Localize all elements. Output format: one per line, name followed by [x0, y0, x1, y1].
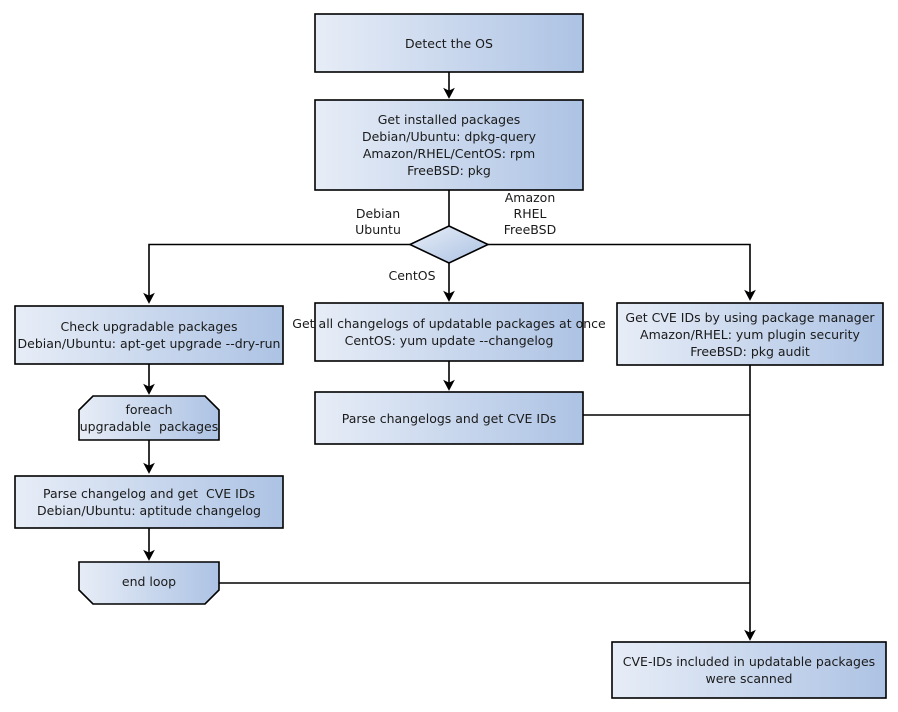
edge-decision-right-branch: [488, 243, 756, 301]
node-os-decision: [408, 225, 490, 264]
edge-decision-left-branch: [143, 243, 410, 304]
node-cve-ids-scanned: [611, 641, 887, 699]
edge-label-debian-ubuntu: Debian Ubuntu: [355, 206, 401, 237]
node-foreach-upgradable-packages: [78, 395, 220, 441]
node-get-installed-packages: [314, 99, 584, 191]
node-get-cve-ids-package-manager: [616, 302, 884, 366]
node-get-all-changelogs: [314, 302, 584, 362]
connector-edges: [143, 72, 756, 641]
node-check-upgradable-packages: [14, 305, 284, 365]
edge-label-amazon-rhel-freebsd: Amazon RHEL FreeBSD: [503, 190, 557, 237]
flowchart-shapes: [14, 13, 887, 699]
edge-label-centos: CentOS: [388, 268, 436, 283]
node-parse-changelogs-get-cve-ids: [314, 391, 584, 445]
node-detect-os: [314, 13, 584, 73]
node-parse-changelog-get-cve-ids: [14, 475, 284, 529]
node-end-loop: [78, 561, 220, 605]
